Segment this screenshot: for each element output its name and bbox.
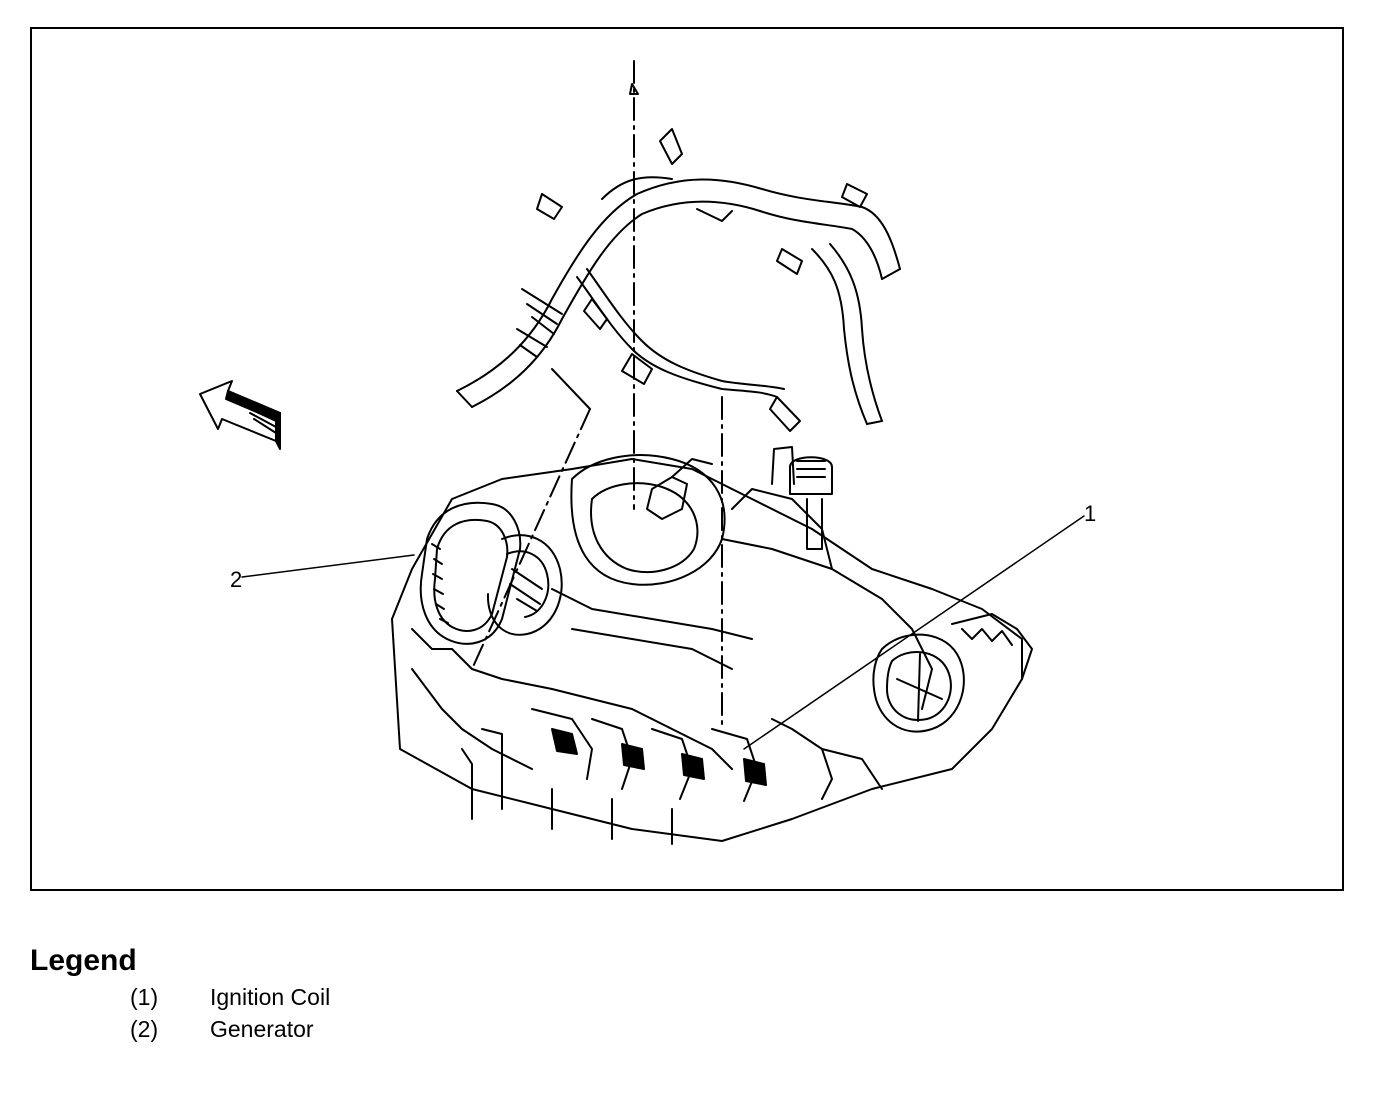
legend-title: Legend xyxy=(30,944,137,977)
leader-line-2 xyxy=(241,554,415,578)
engine-assembly xyxy=(391,446,1033,845)
wiring-harness xyxy=(456,128,901,432)
engine-illustration xyxy=(199,60,1085,845)
callout-2: 2 xyxy=(230,567,243,592)
figure-frame: 1 2 xyxy=(30,27,1344,891)
callout-1: 1 xyxy=(1084,501,1097,526)
legend-item-number: (1) xyxy=(130,984,159,1010)
generator xyxy=(419,501,563,645)
legend-item-number: (2) xyxy=(130,1016,159,1042)
legend-item-generator: (2) Generator xyxy=(130,1015,314,1043)
leader-lines xyxy=(241,515,1085,750)
legend-item-ignition-coil: (1) Ignition Coil xyxy=(130,983,330,1011)
legend-item-name: Generator xyxy=(210,1016,314,1042)
alignment-lines xyxy=(471,60,723,730)
legend: Legend (1) Ignition Coil (2) Generator xyxy=(30,944,330,1042)
leader-line-1 xyxy=(743,515,1085,750)
legend-item-name: Ignition Coil xyxy=(210,984,331,1010)
direction-arrow-icon xyxy=(199,380,281,450)
